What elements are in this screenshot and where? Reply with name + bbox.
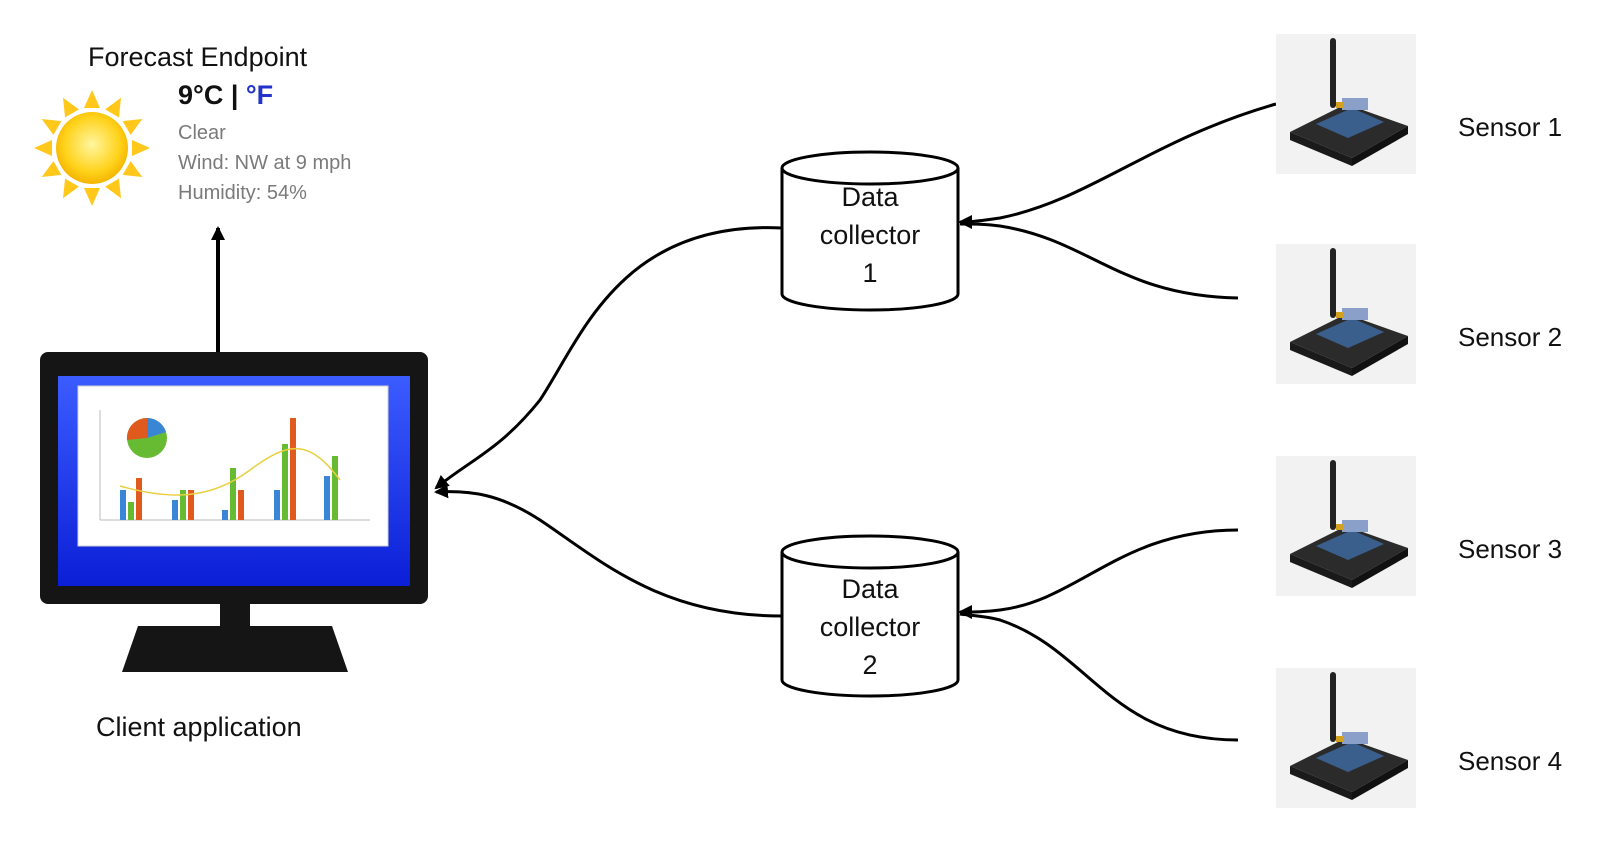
data-collector-2 [780,534,960,698]
sun-icon [34,90,150,206]
collector-2-label: Data collector 2 [782,570,958,684]
collector-1-line-2: collector [819,220,921,250]
data-collector-1 [780,150,960,312]
weather-condition: Clear [178,122,226,144]
sensor-3-label: Sensor 3 [1458,534,1563,564]
temp-separator: | [223,80,246,110]
weather-humidity: Humidity: 54% [178,182,307,204]
temperature-readout: 9°C | °F [178,80,273,111]
sensor-4-label: Sensor 4 [1458,746,1563,776]
sensor-1-label: Sensor 1 [1458,112,1563,142]
sensor3-to-collector2-line [958,528,1239,619]
sensor-board-icon [1276,34,1416,174]
collector-1-line-1: Data [841,182,899,212]
forecast-endpoint-title: Forecast Endpoint [88,42,308,72]
collector-1-line-3: 1 [862,258,878,288]
collector-2-line-3: 2 [862,650,878,680]
weather-wind: Wind: NW at 9 mph [178,152,352,174]
sensor-2-label: Sensor 2 [1458,322,1563,352]
screen-chart-thumbnail [99,410,370,521]
sensor1-to-collector1-line [958,102,1277,229]
sensor-board-icon [1276,668,1416,808]
monitor-icon [40,352,428,672]
sensor2-to-collector1-line [959,222,1239,300]
collector2-to-client-line [434,484,783,618]
sensor-board-icon [1276,456,1416,596]
collector-1-label: Data collector 1 [782,178,958,292]
client-application-label: Client application [96,712,302,742]
temp-fahrenheit-link[interactable]: °F [245,80,274,110]
collector-2-line-1: Data [841,574,899,604]
collector1-to-client-line [434,226,783,490]
collector-2-line-2: collector [819,612,921,642]
sensor-board-icon [1276,244,1416,384]
temp-celsius: 9°C [178,80,224,110]
sensor4-to-collector2-line [959,612,1239,742]
